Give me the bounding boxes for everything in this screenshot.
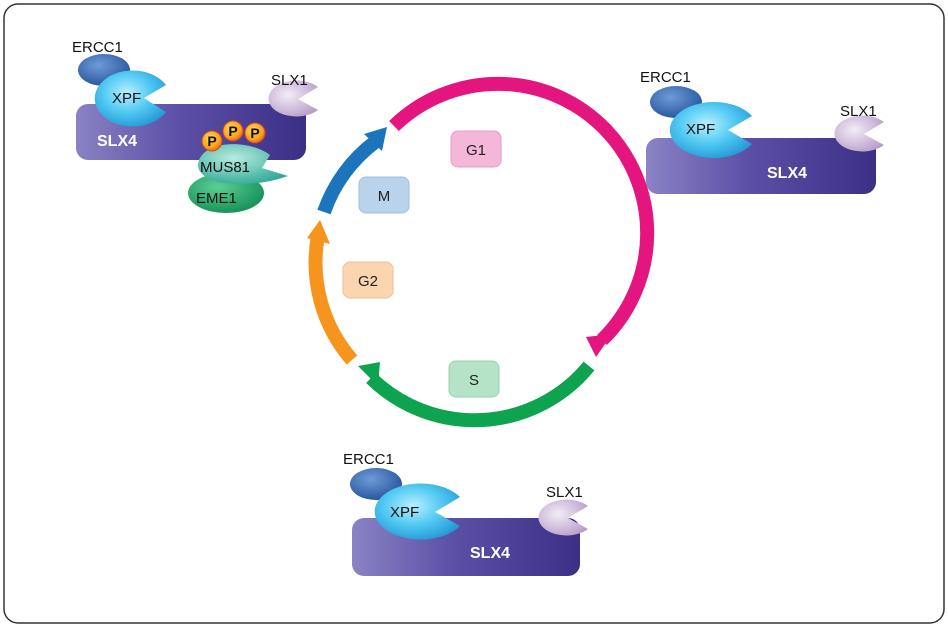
phase-g2-label: G2 [358, 273, 378, 290]
xpf-label: XPF [112, 90, 141, 107]
g1-arrowhead [586, 334, 612, 357]
phospho-group: P P P [201, 120, 266, 152]
phospho-site [244, 122, 266, 144]
complex-top-left: SLX4 ERCC1 XPF SLX1 EME1 MUS81 P P P [72, 39, 318, 213]
g2-arc [308, 234, 358, 365]
ercc1-label: ERCC1 [640, 69, 691, 86]
ercc1-label: ERCC1 [343, 451, 394, 468]
eme1-label: EME1 [196, 190, 237, 207]
phospho-label: P [207, 133, 216, 149]
xpf-label: XPF [686, 121, 715, 138]
mus81-protein [197, 144, 288, 184]
phase-m-label: M [378, 188, 391, 205]
complex-bottom: SLX4 ERCC1 XPF SLX1 [343, 451, 588, 576]
phase-g1: G1 [450, 130, 502, 168]
cell-cycle-wheel: G1 M G2 S [307, 76, 655, 428]
g1-arc [389, 76, 655, 346]
complex-top-right: SLX4 ERCC1 XPF SLX1 [640, 69, 884, 194]
phase-m: M [358, 176, 410, 214]
slx4-label: SLX4 [767, 165, 807, 182]
slx4-label: SLX4 [470, 545, 510, 562]
phospho-label: P [228, 123, 237, 139]
mus81-label: MUS81 [200, 159, 250, 176]
slx1-label: SLX1 [271, 72, 308, 89]
phospho-label: P [250, 125, 259, 141]
phase-s: S [448, 360, 500, 398]
ercc1-label: ERCC1 [72, 39, 123, 56]
g2-arrowhead [307, 220, 330, 244]
phospho-site [201, 130, 223, 152]
slx4-label: SLX4 [97, 133, 137, 150]
xpf-protein [374, 483, 460, 540]
phase-g1-label: G1 [466, 142, 486, 159]
slx1-label: SLX1 [840, 103, 877, 120]
m-arc [317, 136, 380, 215]
xpf-label: XPF [390, 504, 419, 521]
slx1-protein [268, 80, 318, 117]
phase-g2: G2 [342, 261, 394, 299]
s-arrowhead [358, 362, 380, 386]
xpf-protein [94, 70, 166, 127]
s-arc [366, 361, 595, 428]
phase-s-label: S [469, 372, 479, 389]
slx1-protein [538, 499, 588, 536]
xpf-protein [669, 102, 752, 159]
slx1-label: SLX1 [546, 484, 583, 501]
phospho-site [222, 120, 244, 142]
m-arrowhead [364, 127, 387, 151]
slx1-protein [834, 115, 884, 152]
